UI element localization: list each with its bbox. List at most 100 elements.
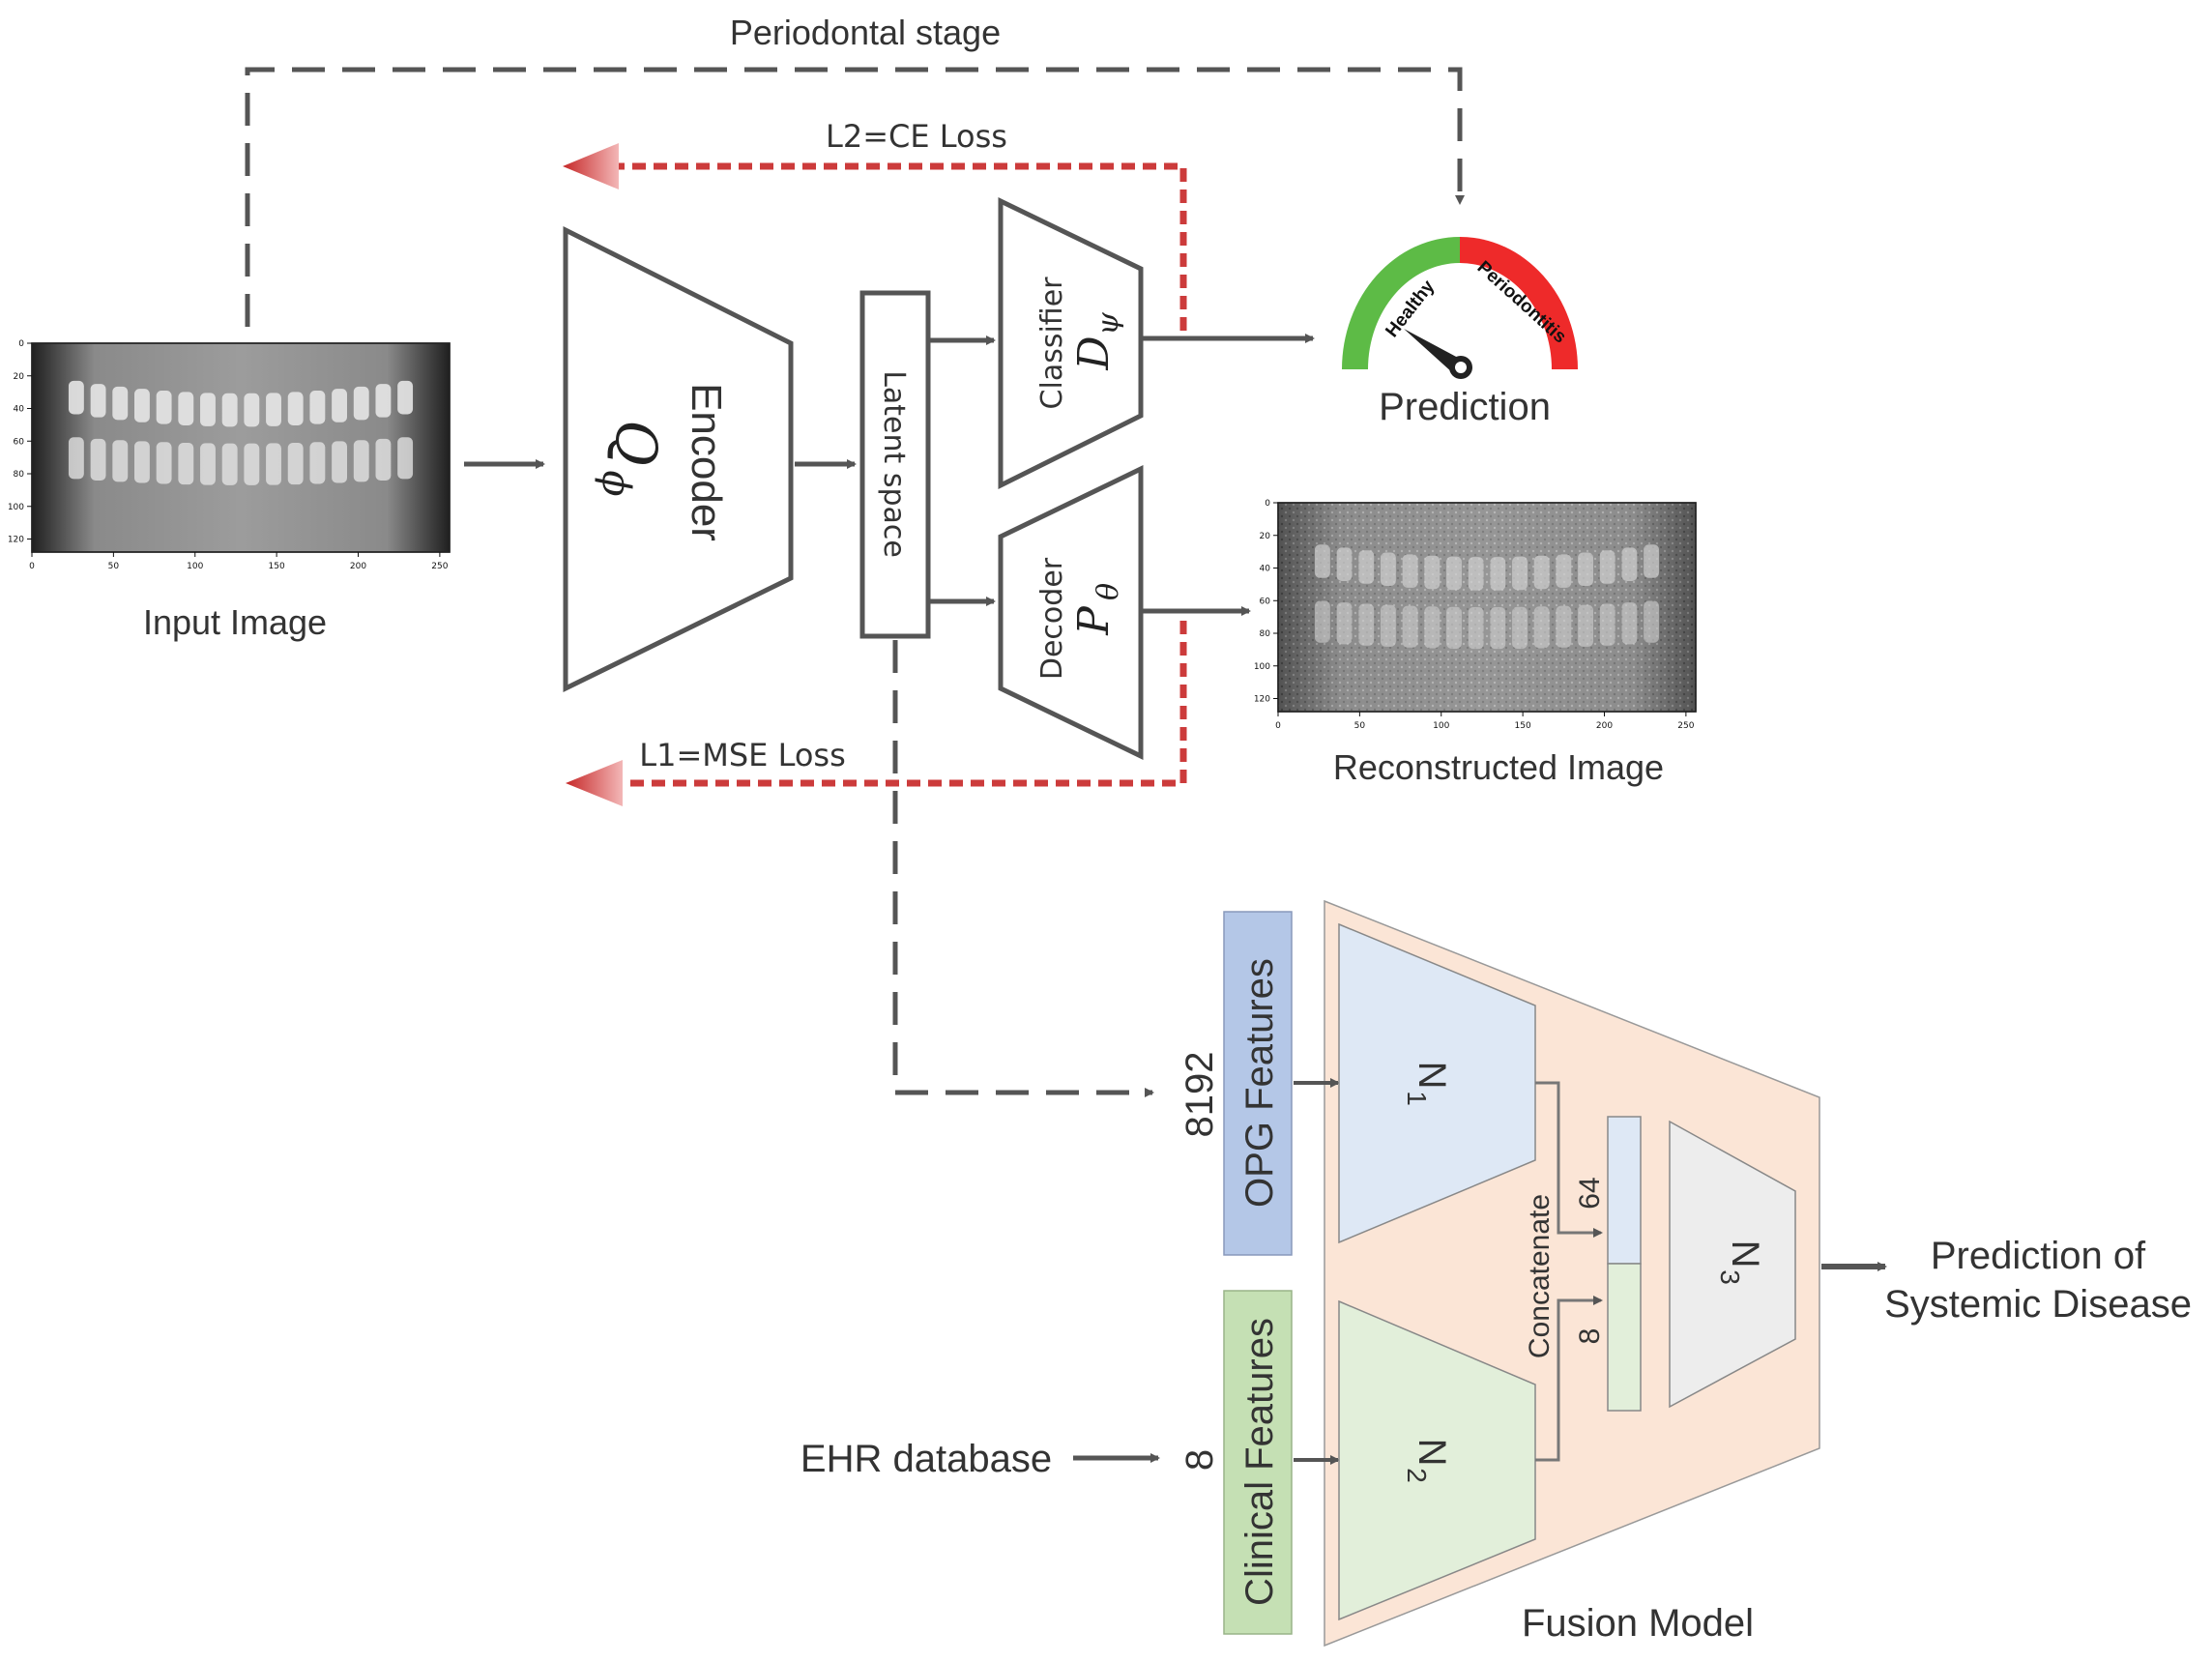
mse-loss-arrow [566,621,1187,806]
latent-space-label: Latent space [877,370,911,558]
x-tick-label: 50 [108,562,120,571]
concatenate-label: Concatenate [1524,1194,1556,1358]
tooth [1402,554,1418,588]
tooth [1402,605,1418,648]
y-tick-label: 100 [8,503,24,512]
tooth [134,441,150,483]
y-tick-label: 40 [1260,565,1271,574]
svg-text:2: 2 [1402,1468,1432,1483]
svg-text:Q: Q [603,420,669,466]
latent-space-box [859,290,931,639]
tooth [1512,606,1528,649]
clinical-features-box [1223,1290,1293,1635]
tooth [200,393,216,426]
x-tick-label: 200 [350,562,366,571]
tooth [1533,606,1550,649]
tooth [178,392,194,425]
y-tick-label: 60 [1260,597,1271,606]
svg-text:N: N [1724,1240,1766,1268]
prediction-gauge: Healthy Periodontitis Prediction [1342,237,1578,428]
tooth [1314,600,1330,643]
tooth [397,380,414,415]
input-image-caption: Input Image [143,602,327,642]
encoder: Encoder Q ϕ [563,225,794,693]
ce-loss-arrow [563,143,1187,331]
periodontal-stage-label: Periodontal stage [730,13,1001,52]
decoder-symbol: P θ [1069,583,1125,636]
tooth [90,438,106,481]
tooth [375,384,392,418]
tooth [244,443,260,485]
dim-64-label: 64 [1574,1177,1606,1209]
y-tick-label: 120 [1254,695,1270,705]
svg-text:ϕ: ϕ [594,470,638,496]
y-tick-label: 0 [1265,499,1270,509]
clinical-features-label: Clinical Features [1238,1318,1281,1606]
y-tick-label: 80 [1260,629,1271,639]
tooth [1381,552,1396,587]
tooth [266,393,281,426]
gauge-needle [1404,329,1460,373]
svg-text:N: N [1411,1062,1453,1090]
svg-text:3: 3 [1715,1269,1745,1285]
encoder-symbol: Q ϕ [594,420,669,496]
tooth [1621,602,1638,645]
x-tick-label: 250 [1677,721,1694,731]
y-tick-label: 20 [14,372,25,382]
y-tick-label: 20 [1260,532,1271,541]
x-tick-label: 150 [269,562,285,571]
x-tick-label: 250 [431,562,448,571]
n2-to-concat-connector [1535,1296,1603,1462]
x-tick-label: 0 [29,562,35,571]
y-tick-label: 60 [14,437,25,447]
tooth [1490,606,1506,650]
tooth [1578,604,1593,647]
svg-text:N: N [1411,1439,1453,1467]
tooth [1599,550,1615,584]
y-tick-label: 80 [14,470,25,480]
tooth [1381,604,1396,647]
reconstructed-teeth [1314,544,1660,650]
tooth [1644,600,1660,643]
classifier-trapezoid [998,197,1144,490]
classifier: Classifier D ψ [998,197,1144,490]
opg-dim-label: 8192 [1179,1052,1221,1138]
fusion-model-caption: Fusion Model [1522,1602,1754,1645]
tooth [244,393,260,427]
svg-text:ψ: ψ [1091,312,1125,335]
tooth [332,389,347,423]
decoder: Decoder P θ [998,465,1144,760]
tooth [1336,602,1353,645]
concat-vector-64 [1607,1116,1642,1265]
y-tick-label: 0 [18,339,24,349]
tooth [375,438,392,481]
ce-loss-label: L2=CE Loss [826,118,1007,155]
svg-text:θ: θ [1091,583,1125,600]
tooth [353,386,369,421]
tooth [332,441,347,483]
x-tick-label: 50 [1354,721,1366,731]
n3-trapezoid [1669,1120,1796,1409]
concat-vector-8 [1607,1263,1642,1412]
tooth [112,440,129,482]
tooth [1556,554,1572,588]
tooth [266,443,281,485]
tooth [112,386,129,421]
fusion-model: OPG Features 8192 Clinical Features 8 EH… [800,899,2192,1647]
tooth [90,384,106,418]
tooth [1621,547,1638,581]
n2-trapezoid [1338,1299,1536,1621]
x-tick-label: 0 [1275,721,1281,731]
decoder-trapezoid [998,465,1144,760]
tooth [309,442,326,484]
tooth [1424,606,1441,649]
tooth [200,443,216,485]
encoder-label: Encoder [683,383,730,541]
svg-text:D: D [1069,335,1119,370]
